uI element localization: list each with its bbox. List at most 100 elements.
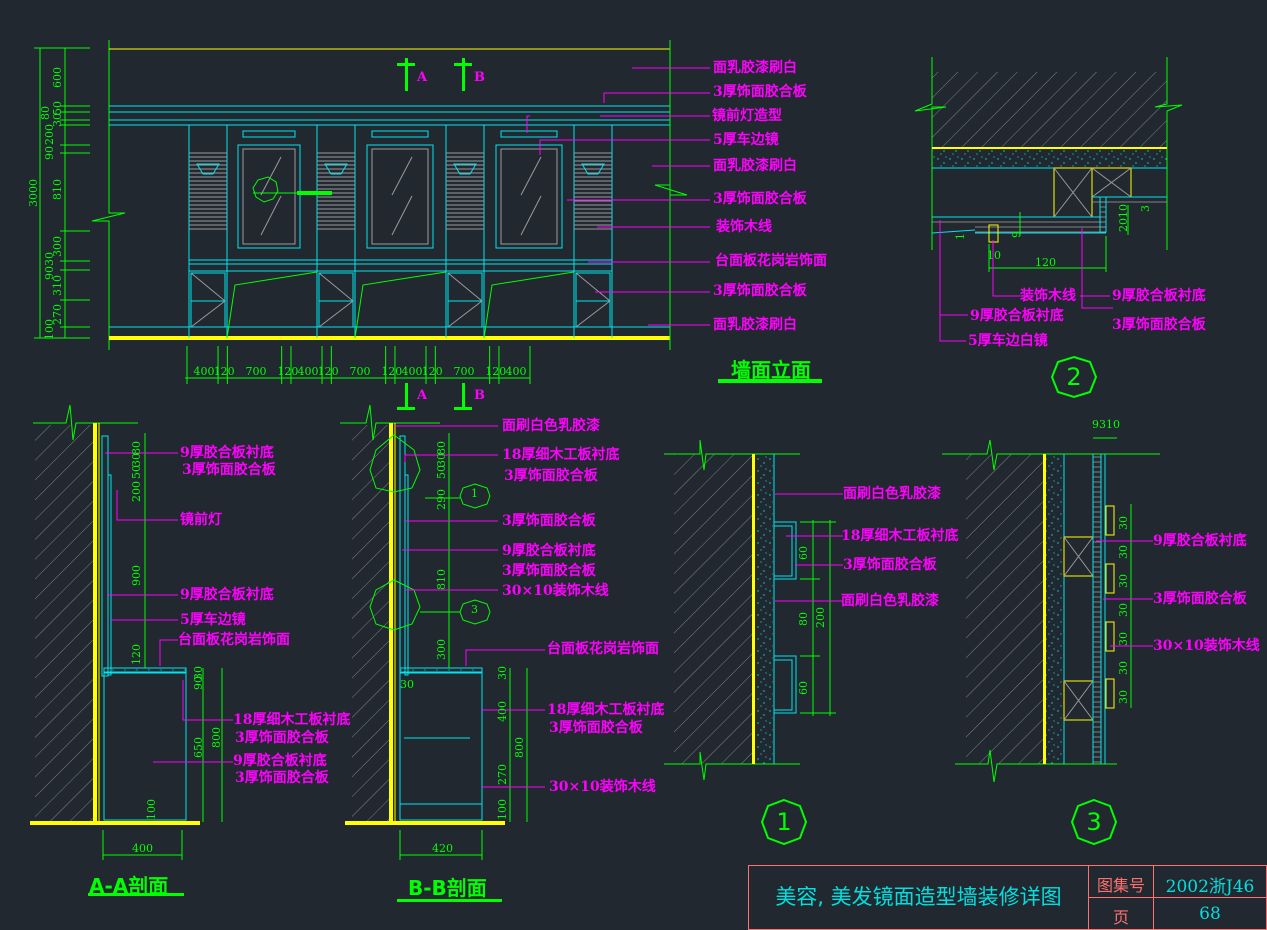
elev-label-0: 面乳胶漆刷白 (713, 60, 797, 76)
d3-dim-label: 30 (1117, 545, 1130, 559)
cabinet-door (318, 272, 354, 328)
d2-dim-120: 120 (1035, 256, 1056, 269)
elev-hdim-label: 120 (485, 365, 507, 378)
bb-label-1: 18厚细木工板衬底 (502, 447, 620, 463)
d3-dim-label: 30 (1117, 690, 1130, 704)
wall-sconce (453, 163, 477, 175)
dim-50: 50 (51, 101, 64, 115)
bb-dim-290: 290 (435, 489, 448, 510)
d1-dim-200: 200 (814, 607, 827, 628)
elev-hdim-label: 400 (401, 365, 423, 378)
d1-label-0: 面刷白色乳胶漆 (843, 486, 941, 502)
aa-label-9: 3厚饰面胶合板 (235, 770, 329, 786)
bb-dim-270: 270 (496, 764, 509, 785)
elev-label-9: 面乳胶漆刷白 (713, 317, 797, 333)
bb-label-4: 9厚胶合板衬底 (502, 543, 596, 559)
aa-dim-100: 100 (145, 799, 158, 820)
aa-dim-120: 120 (130, 644, 143, 665)
elev-hdim-label: 120 (421, 365, 443, 378)
dim-90: 90 (43, 146, 56, 160)
cabinet-door (190, 272, 226, 328)
d3-label-2: 30×10装饰木线 (1153, 638, 1260, 654)
section-mark-b-label-bottom: B (474, 388, 485, 403)
bb-dim-400: 400 (496, 701, 509, 722)
d2-dim-10: 10 (987, 249, 1001, 262)
elev-hdim-label: 120 (277, 365, 299, 378)
d3-dim-label: 30 (1117, 574, 1130, 588)
d3-dim-label: 30 (1117, 603, 1130, 617)
atlas-number: 2002浙J46 (1165, 877, 1255, 897)
detail-1-section (664, 439, 843, 846)
bb-dim-30c: 30 (400, 678, 414, 691)
elev-hdim-label: 400 (505, 365, 527, 378)
d2-label-2: 9厚胶合板衬底 (970, 308, 1064, 324)
bb-dim-50: 50 (435, 465, 448, 479)
d2-label-4: 5厚车边白镜 (968, 333, 1048, 349)
elev-label-7: 台面板花岗岩饰面 (715, 253, 827, 269)
elevation-title: 墙面立面 (731, 358, 811, 382)
aa-dim-400: 400 (132, 842, 153, 855)
bb-dim-100: 100 (496, 799, 509, 820)
d1-label-3: 面刷白色乳胶漆 (841, 593, 939, 609)
bb-label-5: 3厚饰面胶合板 (502, 563, 596, 579)
elev-hdim-label: 700 (349, 365, 371, 378)
d2-dim-20: 20 (1117, 218, 1130, 232)
elev-label-2: 镜前灯造型 (712, 108, 782, 124)
d3-dim-label: 30 (1117, 661, 1130, 675)
elev-hdim-label: 120 (381, 365, 403, 378)
title-block-divider-v (1153, 866, 1154, 929)
dim-total-height: 3000 (27, 179, 40, 207)
bb-dim-300: 300 (435, 639, 448, 660)
bb-dim-30: 30 (496, 666, 509, 680)
bb-label-6: 30×10装饰木线 (502, 583, 609, 599)
section-mark-a-top (397, 58, 415, 91)
section-bb (340, 404, 545, 902)
d2-dim-10b: 10 (1117, 204, 1130, 218)
wall-elevation (34, 40, 688, 410)
elev-hdim-label: 700 (453, 365, 475, 378)
d3-label-0: 9厚胶合板衬底 (1153, 533, 1247, 549)
page-label: 页 (1112, 908, 1129, 927)
d1-dim-80: 80 (797, 612, 810, 626)
dim-310: 310 (51, 275, 64, 296)
cabinet-door (447, 272, 483, 328)
aa-label-7: 3厚饰面胶合板 (235, 730, 329, 746)
wall-sconce (196, 163, 220, 175)
dim-100: 100 (43, 319, 56, 340)
aa-label-2: 镜前灯 (180, 512, 222, 528)
bb-detail-ref-3: 3 (471, 603, 478, 616)
elev-hdim-label: 400 (297, 365, 319, 378)
dim-200: 200 (43, 124, 56, 145)
d2-label-1: 9厚胶合板衬底 (1112, 288, 1206, 304)
aa-dim-800: 800 (210, 727, 223, 748)
d3-dim-label: 30 (1117, 632, 1130, 646)
bb-dim-800: 800 (513, 737, 526, 758)
section-bb-title: B-B剖面 (408, 876, 487, 900)
wall-sconce (324, 163, 348, 175)
dim-80: 80 (39, 106, 52, 120)
mirror-glass (371, 148, 429, 245)
door-swing-line (354, 271, 447, 339)
bb-label-9: 3厚饰面胶合板 (549, 720, 643, 736)
bb-dim-810: 810 (435, 569, 448, 590)
elev-label-5: 3厚饰面胶合板 (713, 191, 807, 207)
detail-3-number: 3 (1086, 808, 1102, 836)
aa-label-8: 9厚胶合板衬底 (233, 753, 327, 769)
mirror-light (371, 130, 429, 138)
aa-dim-200: 200 (130, 481, 143, 502)
d1-label-2: 3厚饰面胶合板 (843, 557, 937, 573)
dim-30b: 30 (43, 252, 56, 266)
d3-top-dims: 9310 (1092, 418, 1120, 431)
aa-dim-30b: 30 (192, 666, 205, 680)
detail-2-number: 2 (1066, 363, 1082, 391)
bb-label-7: 台面板花岗岩饰面 (547, 641, 659, 657)
aa-label-5: 台面板花岗岩饰面 (178, 632, 290, 648)
bb-dim-420: 420 (432, 842, 453, 855)
elev-hdim-label: 120 (317, 365, 339, 378)
elev-hdim-label: 120 (213, 365, 235, 378)
bb-label-10: 30×10装饰木线 (549, 779, 656, 795)
mirror-light (500, 130, 558, 138)
d2-label-3: 3厚饰面胶合板 (1112, 317, 1206, 333)
d1-dim-60: 60 (797, 546, 810, 560)
